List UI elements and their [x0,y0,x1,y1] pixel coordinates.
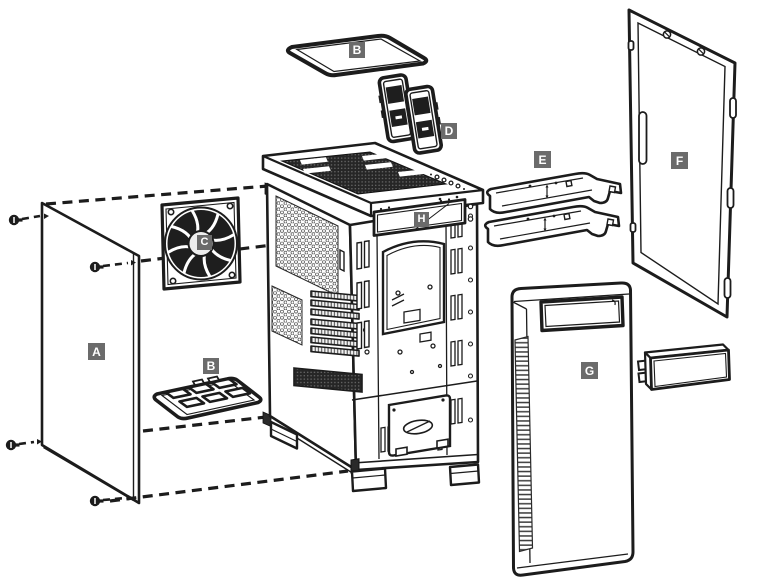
label-h-bay-opening: H [414,212,429,227]
cable-routing-slots [356,239,370,350]
interior-arch-opening [381,240,446,336]
bottom-dust-filter-b [152,375,263,421]
expansion-slot-covers [310,290,360,357]
top-vent-mesh [280,151,448,195]
front-column-holes [467,213,474,423]
side-vent-mesh-lower [271,285,303,346]
front-bay-cover-opening [539,295,625,333]
front-vent-strip [514,335,534,553]
hdd-tray [483,204,621,248]
label-b-top-filter: B [349,42,365,58]
label-d-ssd-trays: D [441,123,457,139]
label-e-hdd-trays: E [534,151,551,168]
psu-bracket [387,394,452,457]
panel-clips [627,40,737,299]
label-a-side-panel: A [88,343,105,360]
chassis [261,141,485,493]
bay-cover [636,343,731,391]
fan-screw-holes [167,202,236,285]
front-panel-g [510,281,635,577]
top-io-ports [434,174,461,189]
hdd-trays-e [483,171,623,248]
chassis-top-slab [261,141,485,218]
hdd-tray [485,171,623,215]
psu-vent [293,367,363,393]
label-f-side-panel: F [671,152,688,169]
label-b-bottom-filter: B [203,358,219,374]
label-c-fan: C [197,235,212,250]
panel-handle [638,111,648,165]
motherboard-tray-details [391,284,443,375]
label-g-front-panel: G [581,362,598,379]
thumbscrews [5,213,136,507]
ssd-trays-d [377,73,443,155]
